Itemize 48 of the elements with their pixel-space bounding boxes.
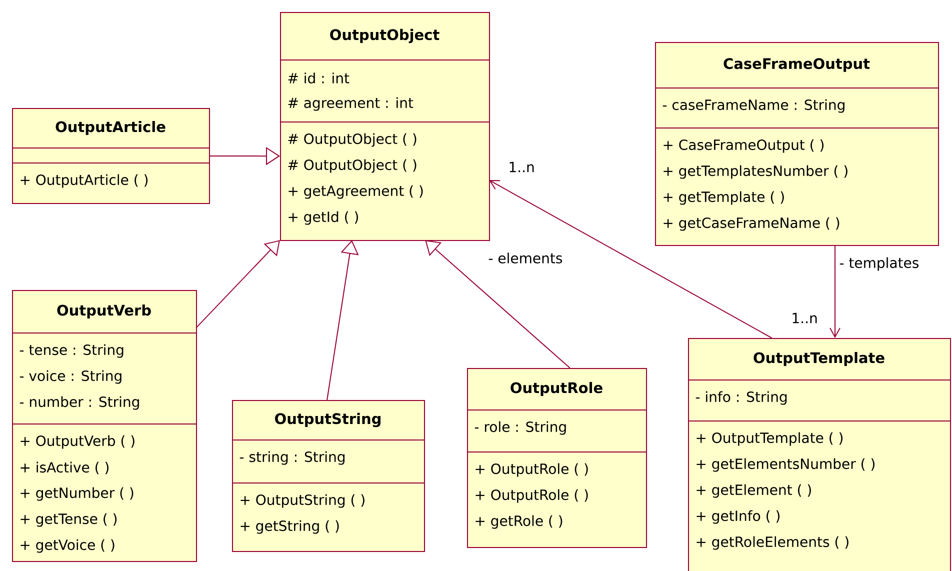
method: + OutputTemplate ( ) bbox=[696, 432, 843, 446]
attribute: # id : int bbox=[288, 72, 350, 84]
method: + getString ( ) bbox=[240, 520, 339, 534]
association-arrow bbox=[489, 180, 772, 338]
association-arrow bbox=[830, 244, 840, 338]
method: + OutputArticle ( ) bbox=[20, 174, 148, 188]
edge-label: - templates bbox=[840, 257, 919, 271]
method: # OutputObject ( ) bbox=[288, 133, 416, 147]
attribute: - tense : String bbox=[20, 344, 124, 358]
method: + getElement ( ) bbox=[696, 484, 811, 498]
class-name: CaseFrameOutput bbox=[724, 58, 870, 72]
method: # OutputObject ( ) bbox=[288, 159, 416, 173]
class-name: OutputVerb bbox=[57, 304, 151, 319]
edge-label: - elements bbox=[488, 252, 562, 264]
generalization-arrow bbox=[196, 240, 280, 328]
method: + getAgreement ( ) bbox=[288, 185, 423, 199]
class-name: OutputString bbox=[275, 412, 380, 428]
method: + getTemplate ( ) bbox=[664, 191, 784, 205]
method: + getInfo ( ) bbox=[696, 510, 780, 524]
method: + getVoice ( ) bbox=[20, 539, 114, 553]
method: + OutputRole ( ) bbox=[476, 489, 588, 503]
method: + CaseFrameOutput ( ) bbox=[664, 139, 824, 153]
method: + getNumber ( ) bbox=[20, 487, 134, 501]
method: + OutputString ( ) bbox=[240, 494, 364, 508]
attribute: - caseFrameName : String bbox=[662, 99, 844, 113]
multiplicity-label: 1..n bbox=[792, 312, 817, 324]
attribute: - role : String bbox=[474, 421, 566, 435]
class-name: OutputObject bbox=[330, 28, 440, 44]
method: + getRoleElements ( ) bbox=[696, 536, 848, 550]
class-name: OutputRole bbox=[510, 382, 602, 396]
method: + getId ( ) bbox=[288, 211, 358, 225]
method: + isActive ( ) bbox=[20, 462, 108, 474]
attribute: - number : String bbox=[20, 396, 139, 410]
method: + OutputVerb ( ) bbox=[20, 435, 134, 449]
attribute: - string : String bbox=[240, 451, 345, 465]
method: + getRole ( ) bbox=[476, 515, 562, 529]
method: + getTemplatesNumber ( ) bbox=[664, 165, 848, 179]
class-name: OutputTemplate bbox=[754, 352, 884, 366]
method: + getTense ( ) bbox=[20, 513, 117, 527]
attribute: # agreement : int bbox=[288, 97, 414, 111]
method: + getCaseFrameName ( ) bbox=[664, 217, 840, 231]
attribute: - info : String bbox=[696, 391, 787, 405]
class-name: OutputArticle bbox=[56, 120, 166, 136]
attribute: - voice : String bbox=[20, 370, 122, 384]
multiplicity-label: 1..n bbox=[510, 162, 534, 172]
method: + OutputRole ( ) bbox=[476, 463, 588, 477]
generalization-arrow bbox=[425, 240, 570, 368]
method: + getElementsNumber ( ) bbox=[696, 458, 874, 472]
